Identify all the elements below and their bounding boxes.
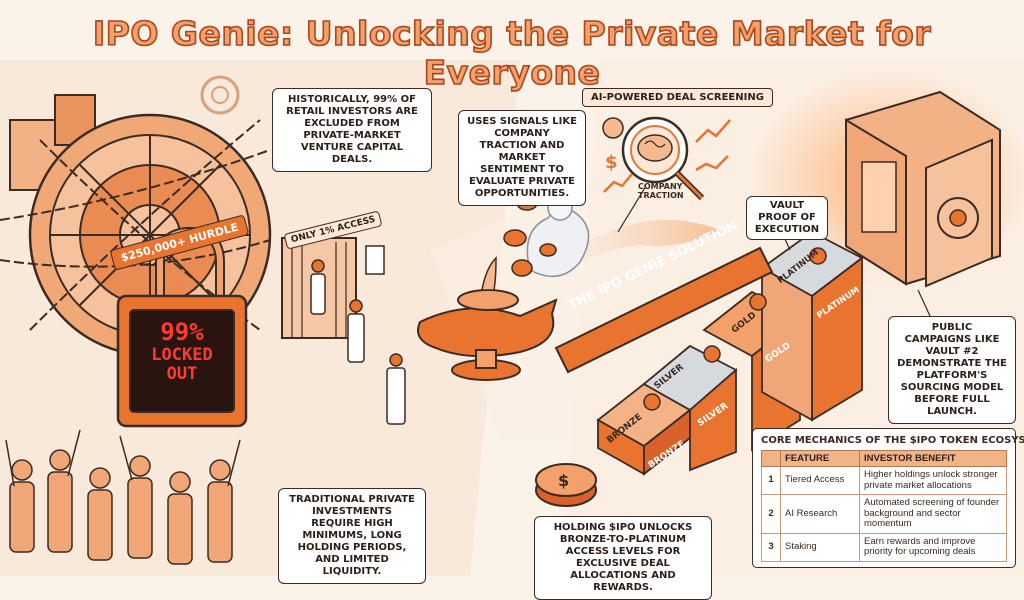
safe-icon bbox=[845, 90, 1001, 288]
lock-icon bbox=[116, 226, 248, 428]
illustration: $ $ bbox=[0, 60, 1024, 576]
row-benefit: Automated screening of founder backgroun… bbox=[859, 494, 1007, 534]
page-title: IPO Genie: Unlocking the Private Market … bbox=[92, 13, 932, 93]
table-row: 2 AI Research Automated screening of fou… bbox=[761, 494, 1007, 534]
callout-signals: Uses signals like company traction and m… bbox=[458, 110, 586, 206]
core-mechanics-table: Feature Investor Benefit 1 Tiered Access… bbox=[761, 450, 1007, 562]
genie-swirl bbox=[560, 220, 720, 270]
table-header-feature: Feature bbox=[780, 450, 860, 467]
svg-text:$: $ bbox=[605, 152, 618, 173]
people bbox=[310, 259, 406, 425]
core-mechanics-panel: Core Mechanics of the $IPO Token Ecosyst… bbox=[752, 428, 1024, 568]
core-mechanics-title: Core Mechanics of the $IPO Token Ecosyst… bbox=[761, 435, 1024, 446]
lock-display: 99% Locked Out bbox=[130, 318, 234, 384]
row-feature: Tiered Access bbox=[780, 466, 860, 495]
table-row: 3 Staking Earn rewards and improve prior… bbox=[761, 532, 1007, 562]
lock-display-locked: Locked bbox=[151, 345, 213, 365]
table-header-benefit: Investor Benefit bbox=[859, 450, 1007, 467]
table-header-num bbox=[761, 450, 781, 467]
row-number: 1 bbox=[761, 466, 781, 495]
crowd bbox=[5, 429, 241, 565]
table-row: 1 Tiered Access Higher holdings unlock s… bbox=[761, 466, 1007, 495]
row-feature: AI Research bbox=[780, 494, 860, 534]
screening-badge: AI-Powered Deal Screening bbox=[582, 88, 773, 107]
tier-coins bbox=[643, 247, 827, 411]
tier-steps bbox=[596, 230, 864, 476]
vault-proof-badge: Vault Proof of Execution bbox=[746, 196, 828, 240]
row-number: 2 bbox=[761, 494, 781, 534]
coin-large: $ bbox=[535, 463, 597, 507]
callout-campaigns: Public campaigns like Vault #2 demonstra… bbox=[888, 316, 1016, 424]
callout-traditional: Traditional private investments require … bbox=[278, 488, 426, 584]
solution-banner bbox=[554, 246, 774, 374]
lamp-icon bbox=[417, 256, 558, 381]
table-header-row: Feature Investor Benefit bbox=[761, 450, 1007, 467]
chart-icon: $ bbox=[602, 117, 731, 193]
svg-text:$: $ bbox=[558, 471, 569, 490]
lock-display-out: Out bbox=[166, 364, 198, 384]
lock-display-percent: 99% bbox=[160, 318, 204, 346]
infographic-scene: $ $ bbox=[0, 60, 1024, 576]
row-feature: Staking bbox=[780, 532, 860, 562]
callout-historical: Historically, 99% of retail investors ar… bbox=[272, 88, 432, 172]
row-benefit: Higher holdings unlock stronger private … bbox=[859, 466, 1007, 495]
row-number: 3 bbox=[761, 532, 781, 562]
brain-icon bbox=[637, 134, 673, 162]
company-traction-label: Company Traction bbox=[638, 182, 684, 200]
row-benefit: Earn rewards and improve priority for up… bbox=[859, 532, 1007, 562]
gear-icon bbox=[200, 75, 240, 115]
